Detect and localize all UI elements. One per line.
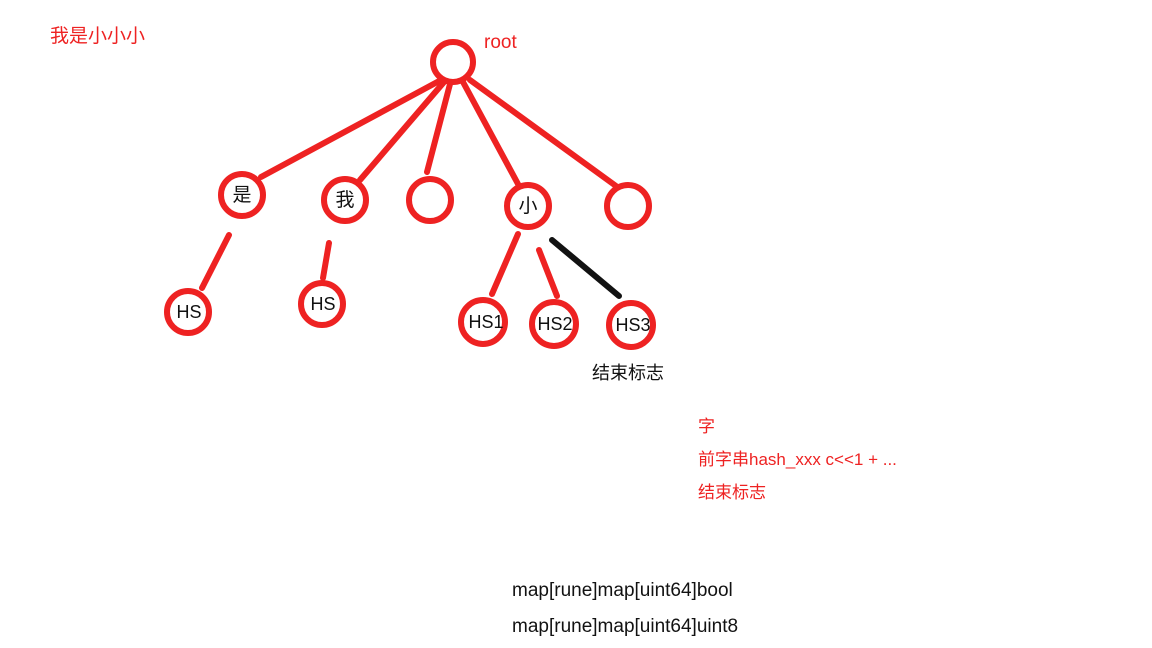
node-wo-circle[interactable] xyxy=(321,176,369,224)
end-marker-label: 结束标志 xyxy=(592,363,664,383)
node-hs-b[interactable]: HS xyxy=(298,280,346,328)
node-xiao[interactable]: 小 xyxy=(504,182,552,230)
red-note-line-3: 结束标志 xyxy=(698,483,766,502)
red-note-line-1: 字 xyxy=(698,417,715,436)
node-empty-2-circle[interactable] xyxy=(604,182,652,230)
node-hs-b-label: HS xyxy=(310,294,335,314)
node-hs2-circle[interactable] xyxy=(529,299,579,349)
node-wo-label: 我 xyxy=(335,189,354,211)
edge-xiao-to-hs3 xyxy=(549,237,622,299)
node-wo[interactable]: 我 xyxy=(321,176,369,224)
node-hs3[interactable]: HS3 xyxy=(606,300,656,350)
node-shi-circle[interactable] xyxy=(218,171,266,219)
edge-root-to-empty2 xyxy=(467,77,619,189)
root-label: root xyxy=(484,32,517,53)
node-root-circle[interactable] xyxy=(430,39,476,85)
code-line-1: map[rune]map[uint64]bool xyxy=(512,580,733,601)
edge-root-to-shi xyxy=(258,77,444,180)
edge-wo-to-hs-b xyxy=(320,240,332,281)
node-hs3-circle[interactable] xyxy=(606,300,656,350)
node-hs1-circle[interactable] xyxy=(458,297,508,347)
node-empty-1-circle[interactable] xyxy=(406,176,454,224)
red-notes-block: 字 前字串hash_xxx c<<1 + ... 结束标志 xyxy=(698,410,897,509)
node-empty-2[interactable] xyxy=(604,182,652,230)
node-hs-b-circle[interactable] xyxy=(298,280,346,328)
node-hs-a[interactable]: HS xyxy=(164,288,212,336)
edge-root-to-wo xyxy=(357,79,447,183)
node-root[interactable] xyxy=(430,39,476,85)
red-note-line-2: 前字串hash_xxx c<<1 + ... xyxy=(698,450,897,469)
node-hs1[interactable]: HS1 xyxy=(458,297,508,347)
edge-root-to-xiao xyxy=(460,79,521,187)
node-hs-a-label: HS xyxy=(176,302,201,322)
edge-root-to-empty1 xyxy=(424,81,453,175)
node-hs2[interactable]: HS2 xyxy=(529,299,579,349)
top-left-note: 我是小小小 xyxy=(50,26,146,47)
node-hs2-label: HS2 xyxy=(537,314,572,334)
node-xiao-label: 小 xyxy=(518,195,537,217)
node-hs1-label: HS1 xyxy=(468,312,503,332)
code-line-2: map[rune]map[uint64]uint8 xyxy=(512,616,739,637)
node-hs-a-circle[interactable] xyxy=(164,288,212,336)
node-shi[interactable]: 是 xyxy=(218,171,266,219)
code-block: map[rune]map[uint64]bool map[rune]map[ui… xyxy=(512,573,738,645)
edges-red-group xyxy=(199,77,619,299)
node-empty-1[interactable] xyxy=(406,176,454,224)
node-hs3-label: HS3 xyxy=(615,315,650,335)
edge-xiao-to-hs1 xyxy=(489,231,521,297)
edge-shi-to-hs-a xyxy=(199,232,232,291)
node-shi-label: 是 xyxy=(232,185,251,206)
edge-xiao-to-hs2 xyxy=(536,247,560,299)
edges-black-group xyxy=(549,237,622,299)
node-xiao-circle[interactable] xyxy=(504,182,552,230)
